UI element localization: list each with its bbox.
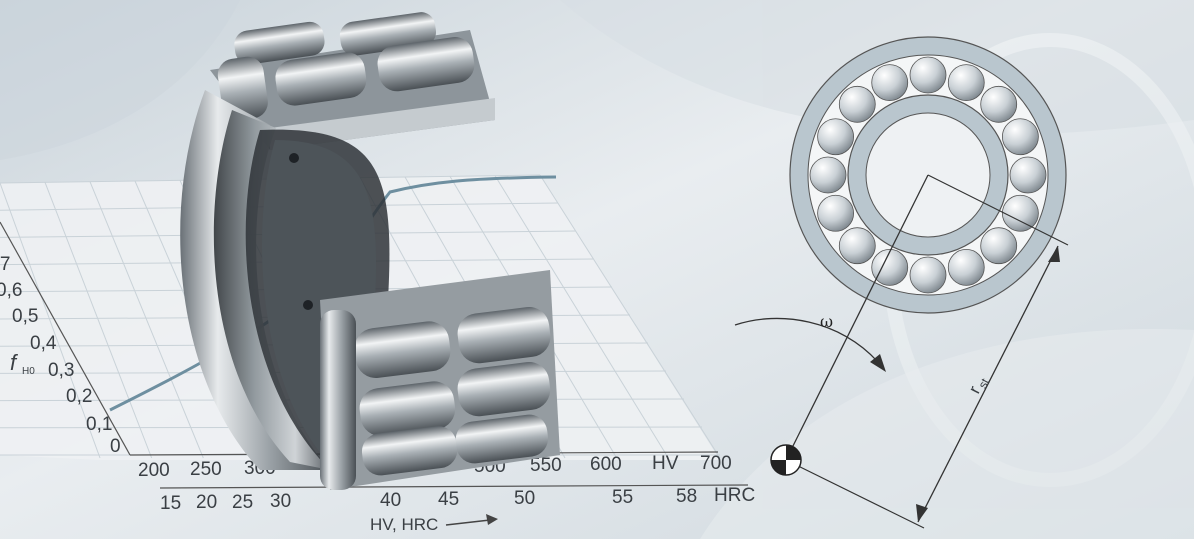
y-axis-line: [0, 221, 131, 456]
y-axis-label-sub: H0: [22, 366, 35, 377]
hv-tick-label: HV: [652, 453, 679, 474]
y-tick-label: 0,7: [0, 254, 10, 275]
ball: [909, 56, 947, 94]
y-tick-labels: 0 0,1 0,2 0,3 0,4 0,5 0,6 0,7: [0, 254, 121, 457]
hrc-tick-label: 50: [514, 488, 535, 509]
ball-bearing-diagram: ω r st: [734, 36, 1069, 529]
radius-line: [785, 174, 929, 461]
center-of-mass-icon: [770, 444, 802, 476]
ball: [980, 85, 1018, 123]
grid-line: [539, 174, 721, 459]
y-tick-label: 0,5: [12, 306, 38, 327]
dimension-arrow-top-icon: [1048, 246, 1060, 262]
ball: [909, 256, 947, 294]
ball: [871, 64, 909, 102]
ball-set: [809, 56, 1047, 294]
y-tick-label: 0,1: [86, 414, 112, 435]
ball: [817, 118, 855, 156]
x-axis-caption: HV, HRC: [370, 514, 498, 534]
ball: [838, 227, 876, 265]
ball: [809, 156, 847, 194]
grid-line: [89, 181, 204, 459]
top-roller-cage: [210, 12, 495, 150]
hrc-tick-label: HRC: [714, 485, 755, 506]
hrc-tick-labels: 15 20 25 30 35 40 45 50 55 58 HRC: [160, 485, 755, 514]
hv-tick-label: 200: [138, 460, 170, 481]
y-axis-title: f H0: [10, 350, 35, 377]
hrc-axis-line: [159, 484, 749, 489]
grid-line: [0, 182, 101, 459]
hv-tick-label: 550: [530, 455, 562, 476]
rotation-arrow: [734, 317, 879, 363]
y-tick-label: 0,3: [48, 360, 74, 381]
ball: [947, 64, 985, 102]
hrc-tick-label: 20: [196, 492, 217, 513]
ball: [980, 227, 1018, 265]
cylindrical-roller-bearing-illustration: [180, 12, 560, 490]
ball: [947, 248, 985, 286]
hv-tick-labels: 200 250 300 350 400 450 500 550 600 HV 7…: [138, 453, 732, 481]
y-tick-label: 0: [110, 436, 121, 457]
ball: [871, 248, 909, 286]
hrc-tick-label: 15: [160, 493, 181, 514]
arrow-head-icon: [486, 514, 498, 525]
hrc-tick-label: 40: [380, 490, 401, 511]
extension-line-bottom: [785, 459, 925, 529]
y-tick-label: 0,6: [0, 280, 22, 301]
hv-tick-label: 250: [190, 459, 222, 480]
hrc-tick-label: 58: [676, 486, 697, 507]
grid-line: [494, 175, 669, 459]
dimension-arrow-bottom-icon: [916, 504, 928, 522]
extension-line-top: [927, 174, 1069, 246]
rotation-arrow-head-icon: [870, 354, 886, 372]
x-axis-caption-text: HV, HRC: [370, 515, 438, 534]
hv-tick-label: 700: [700, 453, 732, 474]
grid-line: [44, 182, 153, 459]
omega-label: ω: [820, 312, 833, 331]
ball: [1001, 194, 1039, 232]
hv-tick-label: 600: [590, 454, 622, 475]
hrc-tick-label: 45: [438, 489, 459, 510]
ball: [838, 85, 876, 123]
y-tick-label: 0,4: [30, 333, 57, 354]
hrc-tick-label: 55: [612, 487, 633, 508]
hrc-tick-label: 30: [270, 491, 291, 512]
lubrication-hole-icon: [289, 153, 299, 163]
ball: [1001, 118, 1039, 156]
hrc-tick-label: 25: [232, 492, 253, 513]
ball: [817, 194, 855, 232]
ball: [1009, 156, 1047, 194]
bottom-roller-stack: [320, 270, 560, 490]
arrow-right-icon: [445, 519, 491, 526]
y-tick-label: 0,2: [66, 386, 92, 407]
y-axis-label-main: f: [10, 350, 19, 375]
dimension-line: [917, 245, 1059, 523]
lubrication-hole-icon: [303, 300, 313, 310]
